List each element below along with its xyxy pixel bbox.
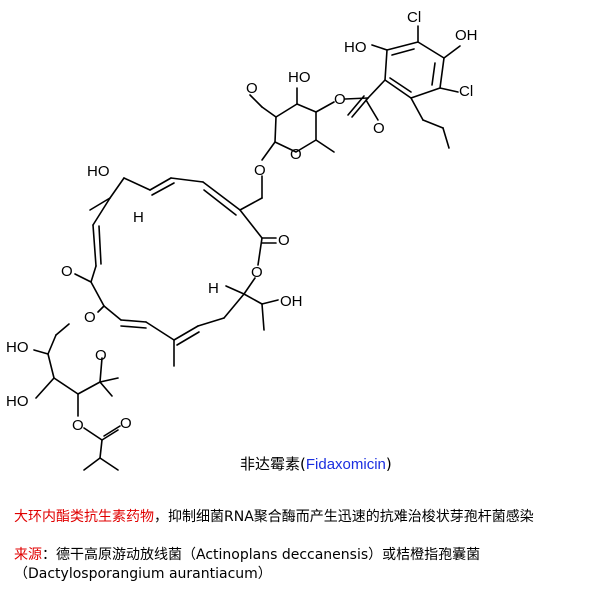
lower-sugar-ring [33,305,121,471]
lactone-carbonyl-label: O [278,232,290,249]
cl-label: Cl [459,83,473,100]
compound-name-en: Fidaxomicin [305,456,386,473]
compound-name: 非达霉素(Fidaxomicin) [240,453,392,474]
sugar-hydroxyl-label: HO [288,69,311,86]
side-chain-hydroxyl-label: OH [280,293,303,310]
drug-class-label: 大环内酯类抗生素药物 [14,509,154,525]
benzoate-ester [315,95,379,121]
compound-name-cn: 非达霉素 [240,455,301,473]
linking-oxygen-label: O [95,347,107,364]
glycosidic-oxygen-label: O [254,162,266,179]
ester-oxygen-label: O [72,417,84,434]
methoxy-oxygen-label: O [61,263,73,280]
lactone-oxygen-label: O [251,264,263,281]
methoxy-oxygen-label: O [246,80,258,97]
source-text: ：德干高原游动放线菌（Actinoplans deccanensis）或桔橙指孢… [14,547,481,582]
drug-class-description: 大环内酯类抗生素药物，抑制细菌RNA聚合酶而产生迅速的抗难治梭状芽孢杆菌感染 [14,508,594,527]
ho-label: HO [344,39,367,56]
carbonyl-oxygen-label: O [120,415,132,432]
paren-close: ) [385,455,392,473]
macrolide-ring [74,175,279,367]
aryl-ring [367,25,461,149]
carbonyl-oxygen-label: O [373,120,385,137]
hydrogen-label: H [133,209,144,226]
oh-label: OH [455,27,478,44]
hydrogen-label: H [208,280,219,297]
cl-label: Cl [407,9,421,26]
hydroxyl-label: HO [6,339,29,356]
upper-sugar-ring [249,87,335,161]
macrolide-hydroxyl-label: HO [87,163,110,180]
drug-class-text: ，抑制细菌RNA聚合酶而产生迅速的抗难治梭状芽孢杆菌感染 [154,509,534,525]
ring-oxygen-label: O [84,309,96,326]
hydroxyl-label: HO [6,393,29,410]
ring-oxygen-label: O [290,146,302,163]
source-label: 来源 [14,547,42,563]
paren-open: ( [300,455,306,473]
ester-oxygen-label: O [334,91,346,108]
source-description: 来源：德干高原游动放线菌（Actinoplans deccanensis）或桔橙… [14,546,594,584]
